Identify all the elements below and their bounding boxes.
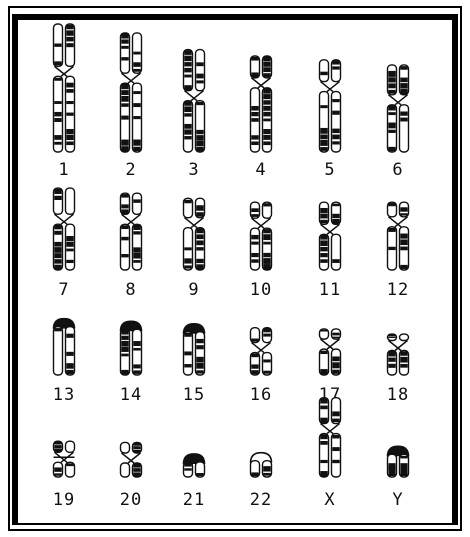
chromosome-label-4: 4 (255, 160, 266, 180)
chromosome-label-11: 11 (319, 280, 341, 300)
chromosome-15 (184, 324, 205, 375)
chromosome-label-18: 18 (387, 385, 409, 405)
chromosome-label-6: 6 (392, 160, 403, 180)
chromosome-label-12: 12 (387, 280, 409, 300)
chromosome-4 (251, 56, 272, 152)
chromosome-22 (251, 453, 272, 477)
chromosome-label-2: 2 (125, 160, 136, 180)
chromosome-x (320, 398, 341, 477)
chromosome-label-14: 14 (120, 385, 142, 405)
chromosome-18 (388, 334, 409, 375)
chromosome-17 (320, 329, 341, 375)
chromosome-12 (388, 202, 409, 270)
chromosome-label-7: 7 (58, 280, 69, 300)
chromosome-16 (251, 328, 272, 375)
chromosome-label-5: 5 (324, 160, 335, 180)
chromosome-label-19: 19 (53, 490, 75, 510)
chromosome-9 (184, 198, 205, 270)
chromosome-2 (121, 33, 142, 152)
chromosome-8 (121, 193, 142, 270)
chromosome-10 (251, 202, 272, 270)
chromosome-1 (54, 24, 75, 152)
chromosome-11 (320, 202, 341, 270)
chromosome-label-21: 21 (183, 490, 205, 510)
chromosome-13 (54, 319, 75, 375)
chromosome-3 (184, 50, 205, 152)
chromosome-label-8: 8 (125, 280, 136, 300)
chromosome-14 (121, 321, 142, 375)
chromosome-label-x: X (324, 490, 335, 510)
chromosome-label-20: 20 (120, 490, 142, 510)
chromosome-label-13: 13 (53, 385, 75, 405)
chromosome-label-9: 9 (188, 280, 199, 300)
chromosome-label-15: 15 (183, 385, 205, 405)
chromosome-label-1: 1 (58, 160, 69, 180)
chromosome-y (388, 446, 409, 477)
chromosome-6 (388, 65, 409, 152)
chromosome-19 (54, 441, 75, 477)
chromosome-21 (184, 454, 205, 477)
chromosome-label-16: 16 (250, 385, 272, 405)
chromosome-label-3: 3 (188, 160, 199, 180)
chromosome-label-10: 10 (250, 280, 272, 300)
chromosome-label-22: 22 (250, 490, 272, 510)
chromosome-label-y: Y (392, 490, 403, 510)
chromosome-20 (121, 442, 142, 477)
chromosome-5 (320, 60, 341, 152)
chromosome-7 (54, 188, 75, 270)
